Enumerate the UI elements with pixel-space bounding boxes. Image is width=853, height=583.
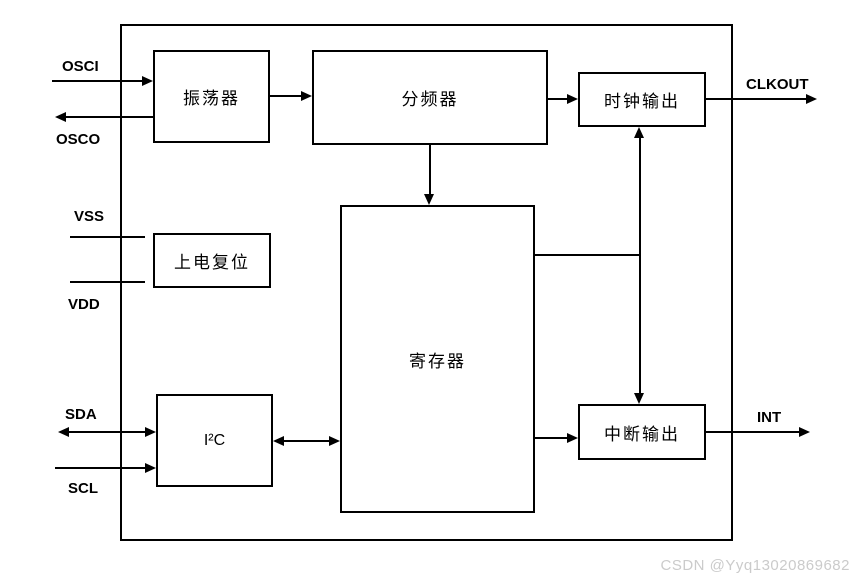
interrupt-output-label: 中断输出	[604, 424, 680, 445]
divider-to-clock-line	[548, 98, 568, 100]
i2c-label: I²C	[203, 431, 226, 449]
sda-left-arrowhead-icon	[58, 427, 69, 437]
int-line	[706, 431, 799, 433]
block-interrupt-output: 中断输出	[578, 404, 706, 460]
osci-line	[52, 80, 143, 82]
clock-output-label: 时钟输出	[604, 92, 680, 112]
osci-arrowhead-icon	[142, 76, 153, 86]
divider-to-register-arrowhead-icon	[424, 194, 434, 205]
i2c-register-left-arrowhead-icon	[273, 436, 284, 446]
block-i2c: I²C	[156, 394, 273, 487]
block-clock-output: 时钟输出	[578, 72, 706, 127]
int-arrowhead-icon	[799, 427, 810, 437]
clock-interrupt-bus-line	[639, 136, 641, 393]
i2c-register-right-arrowhead-icon	[329, 436, 340, 446]
pin-label-int: INT	[757, 409, 782, 426]
bus-up-arrowhead-icon	[634, 127, 644, 138]
pin-label-sda: SDA	[65, 406, 97, 423]
pin-label-osci: OSCI	[62, 58, 99, 75]
osc-to-divider-arrowhead-icon	[301, 91, 312, 101]
block-frequency-divider: 分频器	[312, 50, 548, 145]
pin-label-osco: OSCO	[56, 131, 101, 148]
register-to-interrupt-arrowhead-icon	[567, 433, 578, 443]
pin-label-clkout: CLKOUT	[746, 76, 809, 93]
sda-right-arrowhead-icon	[145, 427, 156, 437]
pin-label-scl: SCL	[68, 480, 98, 497]
i2c-register-line	[284, 440, 329, 442]
block-register: 寄存器	[340, 205, 535, 513]
osc-to-divider-line	[270, 95, 302, 97]
bus-down-arrowhead-icon	[634, 393, 644, 404]
sda-line	[69, 431, 145, 433]
scl-arrowhead-icon	[145, 463, 156, 473]
divider-to-clock-arrowhead-icon	[567, 94, 578, 104]
clkout-arrowhead-icon	[806, 94, 817, 104]
scl-line	[55, 467, 145, 469]
register-label: 寄存器	[409, 351, 466, 372]
pin-label-vdd: VDD	[68, 296, 100, 313]
osco-line	[66, 116, 153, 118]
register-bus-branch-line	[534, 254, 641, 256]
pin-label-vss: VSS	[74, 208, 105, 225]
vss-line	[70, 236, 145, 238]
clkout-line	[706, 98, 806, 100]
frequency-divider-label: 分频器	[401, 90, 459, 110]
vdd-line	[70, 281, 145, 283]
power-on-reset-label: 上电复位	[174, 253, 250, 273]
watermark-text: CSDN @Yyq13020869682	[660, 557, 850, 574]
osco-arrowhead-icon	[55, 112, 66, 122]
divider-to-register-line	[429, 145, 431, 195]
block-oscillator: 振荡器	[153, 50, 270, 143]
register-to-interrupt-line	[534, 437, 567, 439]
block-power-on-reset: 上电复位	[153, 233, 271, 288]
oscillator-label: 振荡器	[183, 89, 240, 109]
